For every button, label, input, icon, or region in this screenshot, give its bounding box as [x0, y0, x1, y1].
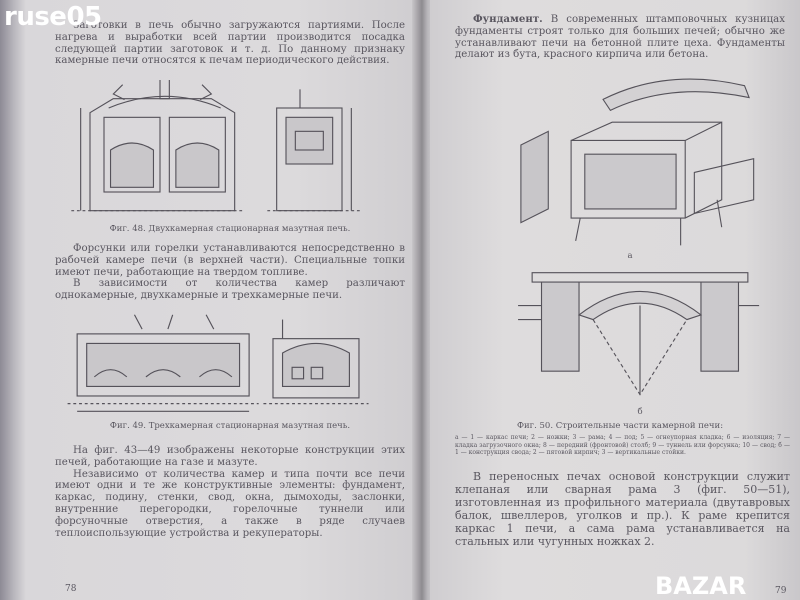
para1-text: Форсунки или горелки устанавливаются неп…	[55, 243, 405, 278]
fig49-caption: Фиг. 49. Трехкамерная стационарная мазут…	[109, 421, 351, 431]
foundation-heading: Фундамент.	[473, 13, 543, 25]
fig50-legend: а — 1 — каркас печи; 2 — ножки; 3 — рама…	[455, 434, 790, 456]
right-page: Фундамент. В современных штамповочных ку…	[430, 0, 800, 600]
frame-text: В переносных печах основой конструкции с…	[455, 470, 790, 548]
fig50a-drawing	[520, 78, 755, 246]
watermark-top: ruse05	[4, 2, 102, 32]
fig48-caption: Фиг. 48. Двухкамерная стационарная мазут…	[109, 224, 351, 234]
fig49-drawing	[67, 314, 369, 412]
foundation-paragraph: Фундамент. В современных штамповочных ку…	[455, 13, 785, 61]
para4-text: Независимо от количества камер и типа по…	[55, 468, 405, 539]
fig50-label-b: б	[637, 407, 643, 417]
para3-text: На фиг. 43—49 изображены некоторые конст…	[55, 445, 405, 468]
para2-text: В зависимости от количества камер различ…	[55, 278, 405, 302]
fig50-label-a: а	[627, 251, 633, 261]
page-number-left: 78	[65, 584, 77, 594]
watermark-bottom: BAZAR	[655, 572, 747, 600]
body-paragraphs-1: Форсунки или горелки устанавливаются неп…	[55, 243, 405, 302]
page-number-right: 79	[775, 586, 787, 596]
left-page: Заготовки в печь обычно загружаются парт…	[0, 0, 420, 600]
fig50-caption: Фиг. 50. Строительные части камерной печ…	[516, 421, 724, 431]
frame-paragraph: В переносных печах основой конструкции с…	[455, 470, 790, 548]
book-gutter	[412, 0, 434, 600]
intro-paragraph: Заготовки в печь обычно загружаются парт…	[55, 20, 405, 67]
fig50b-drawing	[518, 272, 760, 396]
foundation-text: В современных штамповочных кузницах фунд…	[455, 14, 785, 61]
fig48-drawing	[71, 80, 361, 212]
body-paragraphs-2: На фиг. 43—49 изображены некоторые конст…	[55, 445, 405, 539]
intro-text: Заготовки в печь обычно загружаются парт…	[55, 20, 405, 67]
